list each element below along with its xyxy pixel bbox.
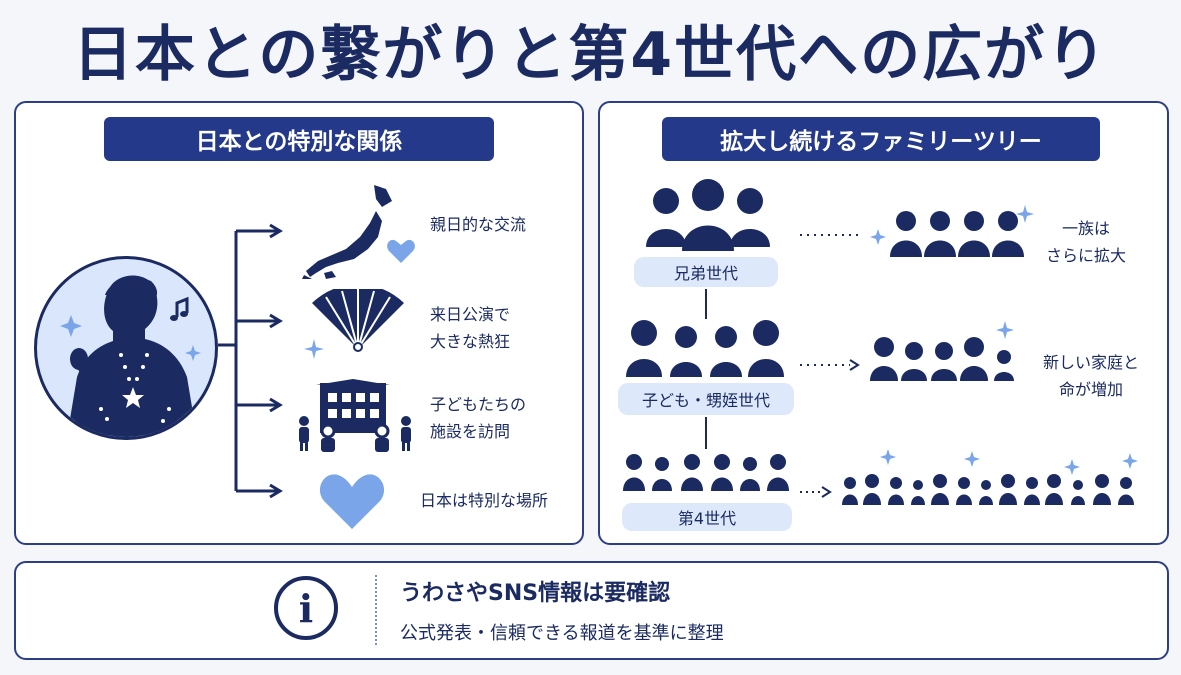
item-japan-concerts: 来日公演で 大きな熱狂 xyxy=(430,305,511,351)
generation-label-fourth: 第4世代 xyxy=(622,503,792,531)
growing-descendants-icon xyxy=(842,449,1138,505)
singer-portrait xyxy=(34,256,218,440)
family-tree-heading: 拡大し続けるファミリーツリー xyxy=(662,117,1100,161)
item-children-visit: 子どもたちの 施設を訪問 xyxy=(430,395,527,441)
disclaimer-subtext: 公式発表・信頼できる報道を基準に整理 xyxy=(400,623,724,644)
disclaimer-box: i うわさやSNS情報は要確認 公式発表・信頼できる報道を基準に整理 xyxy=(14,561,1169,660)
japan-relationship-panel: 日本との特別な関係 xyxy=(14,101,584,545)
item-friendly-exchange: 親日的な交流 xyxy=(430,215,527,234)
expansion-note-1: 一族は さらに拡大 xyxy=(1045,219,1126,265)
sparkle-icon xyxy=(304,339,324,359)
footer-divider xyxy=(375,575,377,645)
fourth-expand-arrow xyxy=(800,486,832,498)
heart-icon xyxy=(319,474,385,529)
folding-fan-icon xyxy=(312,289,404,352)
heart-small-icon xyxy=(387,239,415,263)
tree-line-2 xyxy=(705,417,707,449)
children-facility-icon xyxy=(299,379,411,452)
children-generation-icon xyxy=(626,320,784,377)
japan-relationship-heading: 日本との特別な関係 xyxy=(104,117,494,161)
sibling-generation-icon xyxy=(646,179,770,251)
tree-line-1 xyxy=(705,289,707,319)
new-families-icon xyxy=(870,337,1014,381)
connector-arrows xyxy=(218,223,283,499)
info-icon: i xyxy=(274,576,338,640)
generation-label-siblings: 兄弟世代 xyxy=(634,257,778,287)
family-tree-panel: 拡大し続けるファミリーツリー 兄弟世代 一族は さらに拡大 xyxy=(598,101,1169,545)
expansion-note-2: 新しい家庭と 命が増加 xyxy=(1042,353,1139,399)
generation-label-children: 子ども・甥姪世代 xyxy=(618,383,794,415)
sparkle-icon-2 xyxy=(996,321,1014,339)
disclaimer-headline: うわさやSNS情報は要確認 xyxy=(400,581,671,606)
japan-map-icon xyxy=(302,185,392,279)
sparkle-icon-1 xyxy=(1016,205,1034,223)
page-title: 日本との繋がりと第4世代への広がり xyxy=(72,20,1109,90)
sibling-expand-arrow xyxy=(800,229,886,245)
expanded-family-icon xyxy=(890,211,1024,257)
children-expand-arrow xyxy=(800,359,860,371)
item-special-place: 日本は特別な場所 xyxy=(420,491,549,510)
fourth-generation-icon xyxy=(623,454,789,491)
